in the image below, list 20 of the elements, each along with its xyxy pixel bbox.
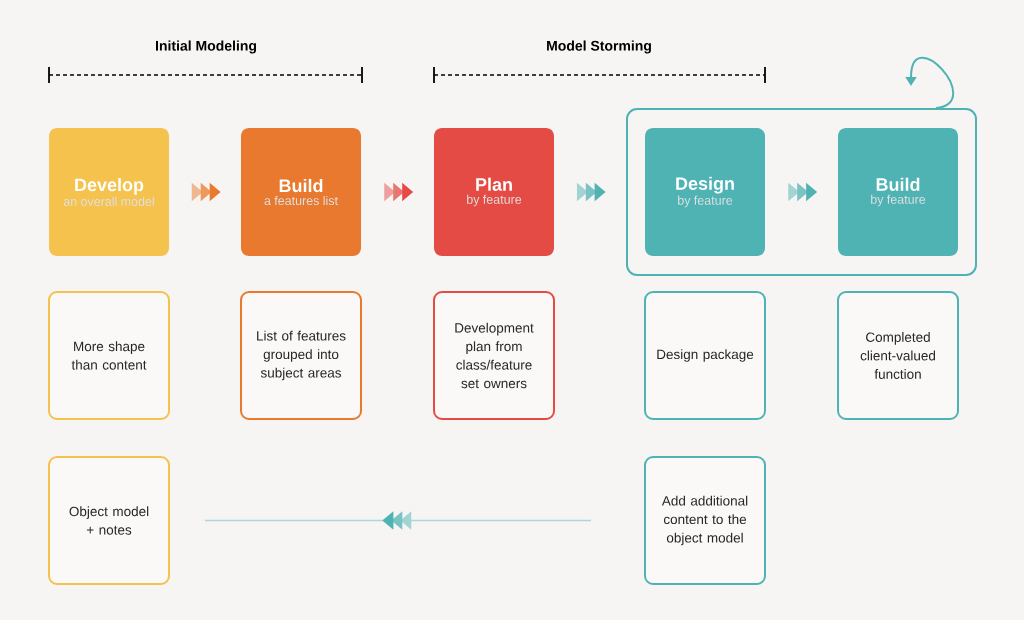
chevron-arrow: [788, 182, 818, 202]
chevron-arrow: [191, 182, 221, 202]
output-box: More shape than content: [48, 291, 170, 420]
output-box: Development plan from class/feature set owners: [433, 291, 555, 420]
chevron-arrow: [384, 182, 414, 202]
output-box: Design package: [644, 291, 766, 420]
output-box: Completed client-valued function: [837, 291, 959, 420]
step-box: Design by feature: [645, 128, 765, 256]
arrow: [204, 511, 592, 530]
step-box: Build by feature: [838, 128, 958, 256]
step-box: Plan by feature: [434, 128, 554, 256]
step-box: Develop an overall model: [49, 128, 169, 256]
group-frame: [626, 108, 977, 276]
output-box: Object model + notes: [48, 456, 170, 585]
output-box: List of features grouped into subject areas: [240, 291, 362, 420]
section-heading: Model Storming: [547, 40, 651, 54]
chevron-arrow: [576, 182, 606, 202]
output-box: Add additional content to the object model: [644, 456, 766, 585]
step-box: Build a features list: [241, 128, 361, 256]
section-heading: Initial Modeling: [156, 40, 257, 54]
